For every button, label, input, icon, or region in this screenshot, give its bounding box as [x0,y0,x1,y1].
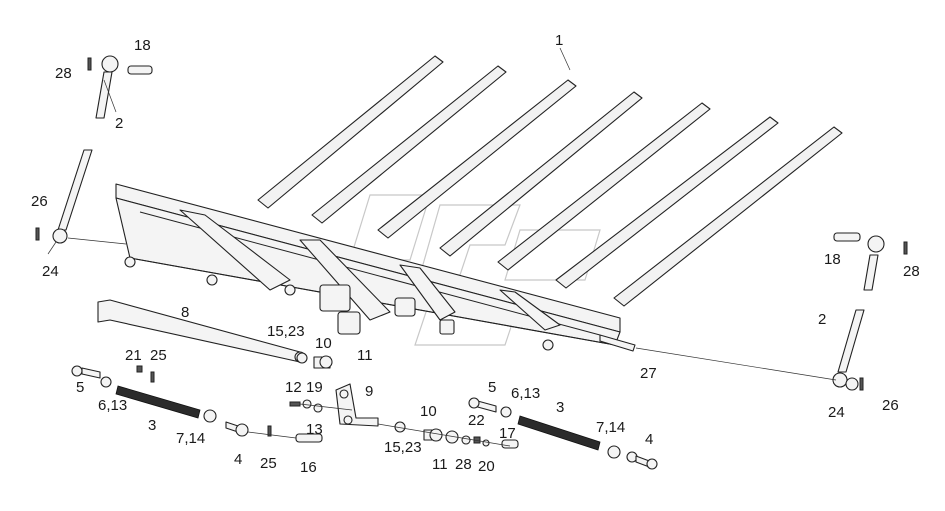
callout-28-right: 28 [903,263,920,280]
callout-4-right: 4 [645,431,653,448]
callout-22: 22 [468,412,485,429]
left-link-rod [35,55,153,245]
callout-26-left: 26 [31,193,48,210]
callout-4-left: 4 [234,451,242,468]
callout-3-right: 3 [556,399,564,416]
callout-leaders [47,47,571,255]
callout-15-23-lower: 15,23 [384,439,422,456]
callout-7-14-right: 7,14 [596,419,625,436]
callout-28-lower: 28 [455,456,472,473]
left-spring-assembly [71,365,323,443]
callout-18-left: 18 [134,37,151,54]
callout-7-14-left: 7,14 [176,430,205,447]
callout-18-right: 18 [824,251,841,268]
tines [257,55,843,307]
callout-27: 27 [640,365,657,382]
callout-11-lower: 11 [432,456,448,473]
callout-19: 19 [306,379,323,396]
callout-10-lower: 10 [420,403,437,420]
callout-1: 1 [555,32,563,49]
callout-12: 12 [285,379,302,396]
callout-25-upper: 25 [150,347,167,364]
callout-21: 21 [125,347,142,364]
callout-8: 8 [181,304,189,321]
callout-6-13-right: 6,13 [511,385,540,402]
callout-labels: 1 2 2 3 3 4 4 5 5 6,13 6,13 7,14 7,14 8 … [31,32,920,476]
right-center-parts [377,421,519,449]
callout-2-right: 2 [818,311,826,328]
frame-assembly [115,183,636,352]
callout-2-left: 2 [115,115,123,132]
callout-16: 16 [300,459,317,476]
callout-9: 9 [365,383,373,400]
center-parts [289,352,379,427]
callout-24-left: 24 [42,263,59,280]
callout-5-left: 5 [76,379,84,396]
callout-28-left: 28 [55,65,72,82]
callout-6-13-left: 6,13 [98,397,127,414]
callout-17: 17 [499,425,516,442]
callout-5-right: 5 [488,379,496,396]
callout-26-right: 26 [882,397,899,414]
callout-25-lower: 25 [260,455,277,472]
callout-24-right: 24 [828,404,845,421]
callout-11-upper: 11 [357,347,373,364]
callout-13: 13 [306,421,323,438]
callout-20: 20 [478,458,495,475]
callout-15-23-upper: 15,23 [267,323,305,340]
callout-10-upper: 10 [315,335,332,352]
callout-3-left: 3 [148,417,156,434]
right-link-rod [635,232,908,391]
right-spring-assembly [468,397,658,470]
